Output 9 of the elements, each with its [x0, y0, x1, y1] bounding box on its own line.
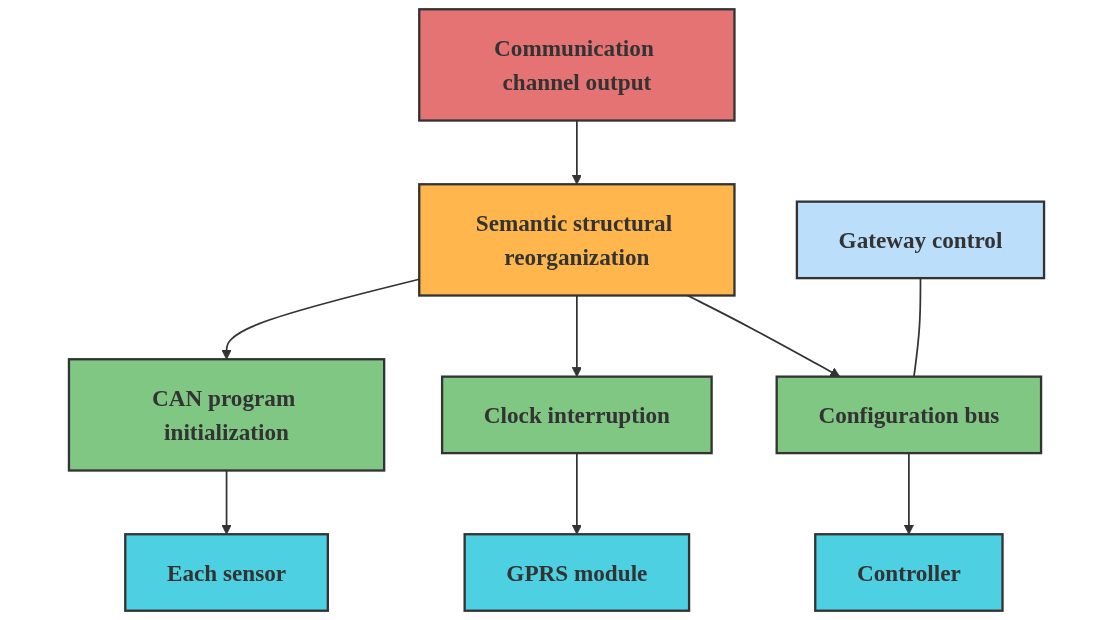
node-box: Each sensor [124, 533, 329, 612]
node-box: Communication channel output [418, 8, 736, 122]
node-box: Gateway control [795, 200, 1046, 280]
node-box: Clock interruption [440, 375, 713, 455]
node-box: Controller [814, 533, 1004, 612]
node-box: Semantic structural reorganization [418, 183, 736, 297]
node-box: CAN program initialization [67, 358, 386, 472]
node-box: GPRS module [463, 533, 691, 612]
node-box: Configuration bus [775, 375, 1043, 455]
